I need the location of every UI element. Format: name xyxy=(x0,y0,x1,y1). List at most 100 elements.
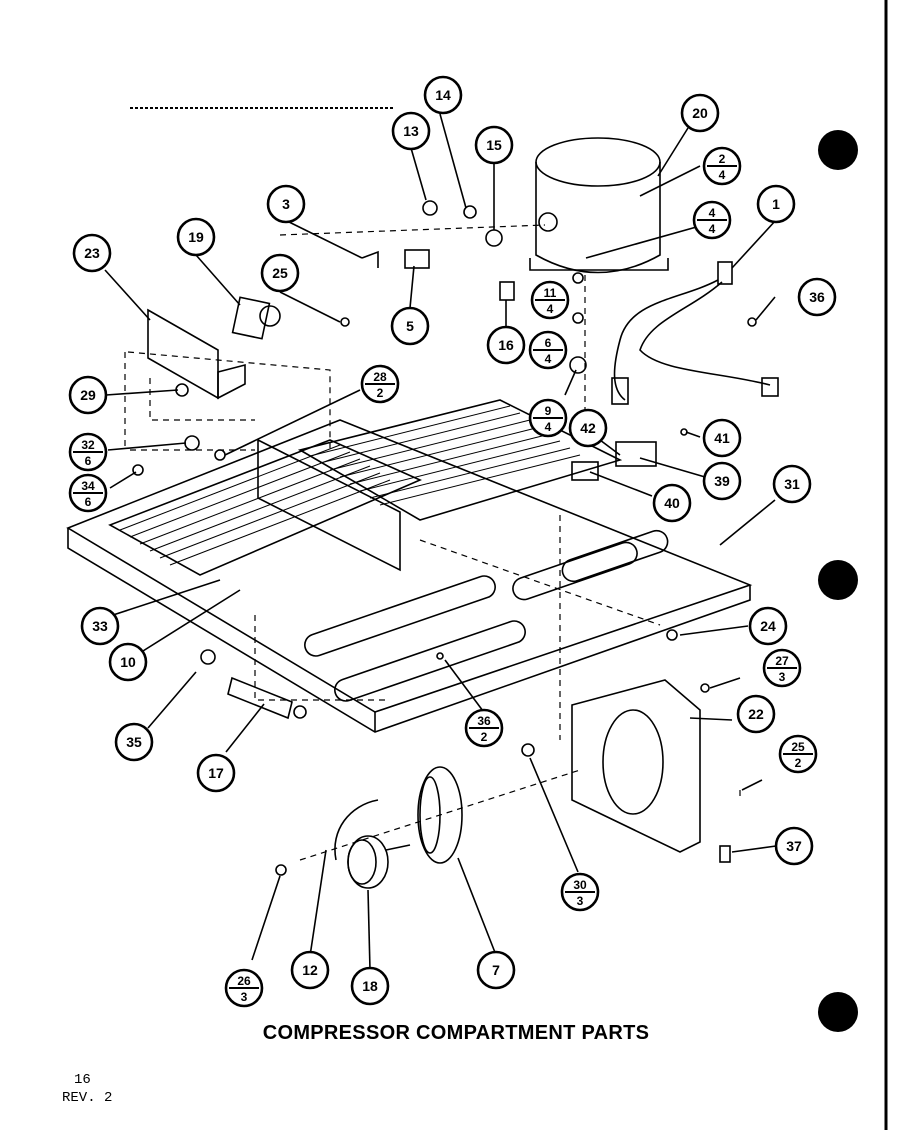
callout-18: 18 xyxy=(350,966,390,1006)
callout-quantity: 4 xyxy=(545,420,552,434)
callout-labels: 1243445647941011412131415161718192022232… xyxy=(68,75,837,1008)
callout-6: 64 xyxy=(528,330,568,370)
callout-17: 17 xyxy=(196,753,236,793)
callout-number: 36 xyxy=(477,714,491,728)
callout-number: 19 xyxy=(188,229,204,245)
callout-36a: 36 xyxy=(797,277,837,317)
callout-number: 30 xyxy=(573,878,587,892)
callout-15: 15 xyxy=(474,125,514,165)
callout-29: 29 xyxy=(68,375,108,415)
callout-20: 20 xyxy=(680,93,720,133)
callout-number: 42 xyxy=(580,420,596,436)
callout-30: 303 xyxy=(560,872,600,912)
callout-number: 26 xyxy=(237,974,251,988)
callout-13: 13 xyxy=(391,111,431,151)
callout-4: 44 xyxy=(692,200,732,240)
callout-39: 39 xyxy=(702,461,742,501)
callout-number: 15 xyxy=(486,137,502,153)
callout-number: 25 xyxy=(791,740,805,754)
callout-number: 25 xyxy=(272,265,288,281)
callout-14: 14 xyxy=(423,75,463,115)
hardware xyxy=(132,200,757,876)
callout-quantity: 4 xyxy=(709,222,716,236)
callout-number: 17 xyxy=(208,765,224,781)
relay-bracket xyxy=(147,296,281,400)
callout-10: 10 xyxy=(108,642,148,682)
callout-quantity: 4 xyxy=(545,352,552,366)
callout-number: 6 xyxy=(545,336,552,350)
callout-27: 273 xyxy=(762,648,802,688)
callout-number: 5 xyxy=(406,318,414,334)
callout-number: 12 xyxy=(302,962,318,978)
callout-number: 22 xyxy=(748,706,764,722)
callout-11: 114 xyxy=(530,280,570,320)
callout-19: 19 xyxy=(176,217,216,257)
callout-34: 346 xyxy=(68,473,108,513)
callout-number: 31 xyxy=(784,476,800,492)
callout-23: 23 xyxy=(72,233,112,273)
page-number: 16 xyxy=(74,1072,91,1088)
binder-hole-bottom xyxy=(818,992,858,1032)
callout-5: 5 xyxy=(390,306,430,346)
callout-quantity: 4 xyxy=(547,302,554,316)
callout-16: 16 xyxy=(486,325,526,365)
callout-number: 35 xyxy=(126,734,142,750)
callout-25a: 25 xyxy=(260,253,300,293)
callout-quantity: 6 xyxy=(85,495,92,509)
callout-number: 36 xyxy=(809,289,825,305)
callout-12: 12 xyxy=(290,950,330,990)
callout-9: 94 xyxy=(528,398,568,438)
callout-31: 31 xyxy=(772,464,812,504)
base-pan xyxy=(66,419,753,733)
callout-quantity: 4 xyxy=(719,168,726,182)
callout-33: 33 xyxy=(80,606,120,646)
callout-number: 18 xyxy=(362,978,378,994)
callout-quantity: 3 xyxy=(779,670,786,684)
callout-quantity: 2 xyxy=(795,756,802,770)
callout-number: 10 xyxy=(120,654,136,670)
callout-number: 32 xyxy=(81,438,95,452)
callout-number: 28 xyxy=(373,370,387,384)
callout-number: 24 xyxy=(760,618,776,634)
callout-number: 11 xyxy=(544,286,557,300)
condenser-coil xyxy=(108,399,623,576)
callout-number: 41 xyxy=(714,430,730,446)
callout-35: 35 xyxy=(114,722,154,762)
callout-28: 282 xyxy=(360,364,400,404)
callout-41: 41 xyxy=(702,418,742,458)
callout-number: 40 xyxy=(664,495,680,511)
callout-7: 7 xyxy=(476,950,516,990)
callout-22: 22 xyxy=(736,694,776,734)
callout-32: 326 xyxy=(68,432,108,472)
callout-quantity: 3 xyxy=(577,894,584,908)
callout-26: 263 xyxy=(224,968,264,1008)
callout-number: 27 xyxy=(775,654,789,668)
callout-number: 33 xyxy=(92,618,108,634)
callout-number: 23 xyxy=(84,245,100,261)
callout-42: 42 xyxy=(568,408,608,448)
binder-hole-top xyxy=(818,130,858,170)
fan-motor xyxy=(347,835,411,889)
diagram-title: COMPRESSOR COMPARTMENT PARTS xyxy=(262,1022,650,1044)
callout-25b: 252 xyxy=(778,734,818,774)
divider-panel xyxy=(257,438,401,572)
binder-hole-middle xyxy=(818,560,858,600)
callout-number: 14 xyxy=(435,87,451,103)
callout-3: 3 xyxy=(266,184,306,224)
callout-number: 2 xyxy=(719,152,726,166)
fan-bracket xyxy=(571,679,701,853)
callout-36b: 362 xyxy=(464,708,504,748)
callout-number: 9 xyxy=(545,404,552,418)
callout-quantity: 2 xyxy=(377,386,384,400)
callout-2: 24 xyxy=(702,146,742,186)
callout-number: 16 xyxy=(498,337,514,353)
callout-37: 37 xyxy=(774,826,814,866)
callout-number: 39 xyxy=(714,473,730,489)
callout-40: 40 xyxy=(652,483,692,523)
callout-quantity: 3 xyxy=(241,990,248,1004)
callout-number: 4 xyxy=(709,206,716,220)
callout-number: 29 xyxy=(80,387,96,403)
callout-number: 13 xyxy=(403,123,419,139)
